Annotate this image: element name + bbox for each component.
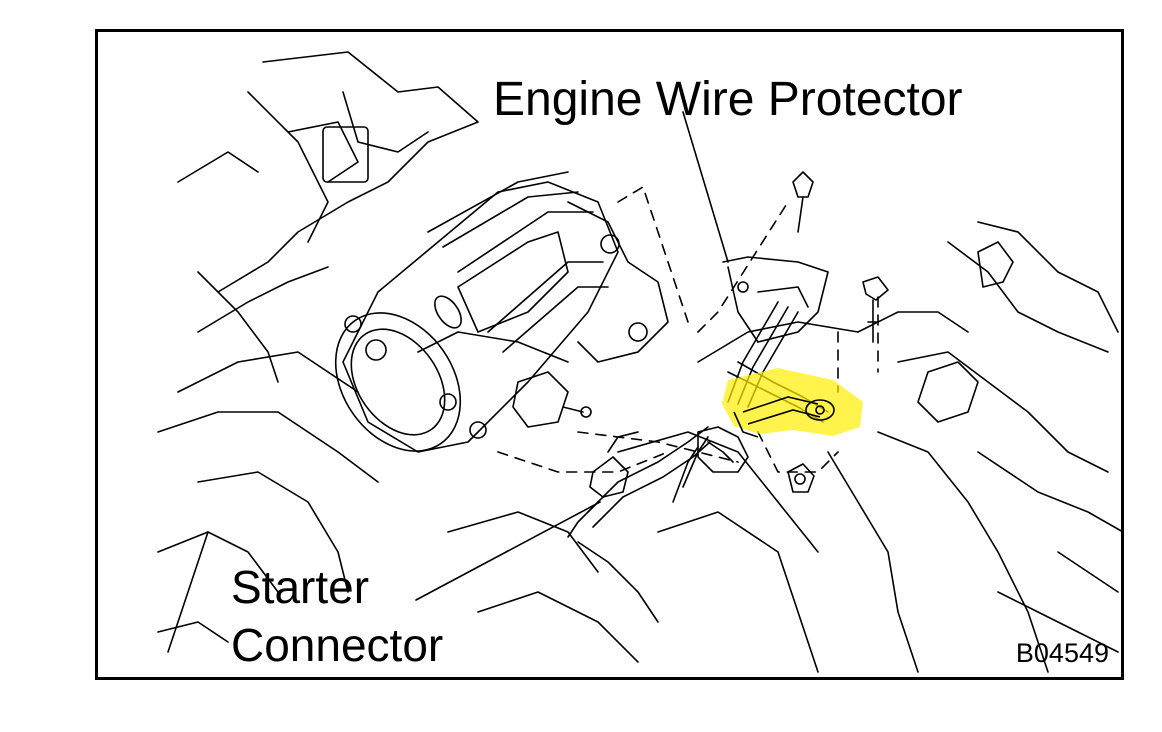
engine-wire-protector [697, 256, 829, 473]
engine-block-right [697, 221, 1121, 673]
starter-motor [334, 171, 879, 473]
starter-installation-illustration [157, 51, 1121, 673]
ground-terminal [733, 396, 835, 438]
highlighted-ground-terminal [722, 368, 863, 436]
starter-connector-label-line1: Starter [231, 561, 370, 613]
figure-frame: Engine Wire Protector Starter Connector … [95, 29, 1124, 680]
bolts [787, 171, 889, 493]
wire-harness [567, 426, 711, 623]
engine-block-left [157, 51, 819, 673]
connector-leader-line [415, 501, 601, 601]
starter-connector-label-line2: Connector [231, 619, 444, 671]
protector-leader-line [682, 111, 729, 263]
figure-code: B04549 [1015, 638, 1109, 668]
engine-wire-protector-label: Engine Wire Protector [493, 73, 963, 126]
